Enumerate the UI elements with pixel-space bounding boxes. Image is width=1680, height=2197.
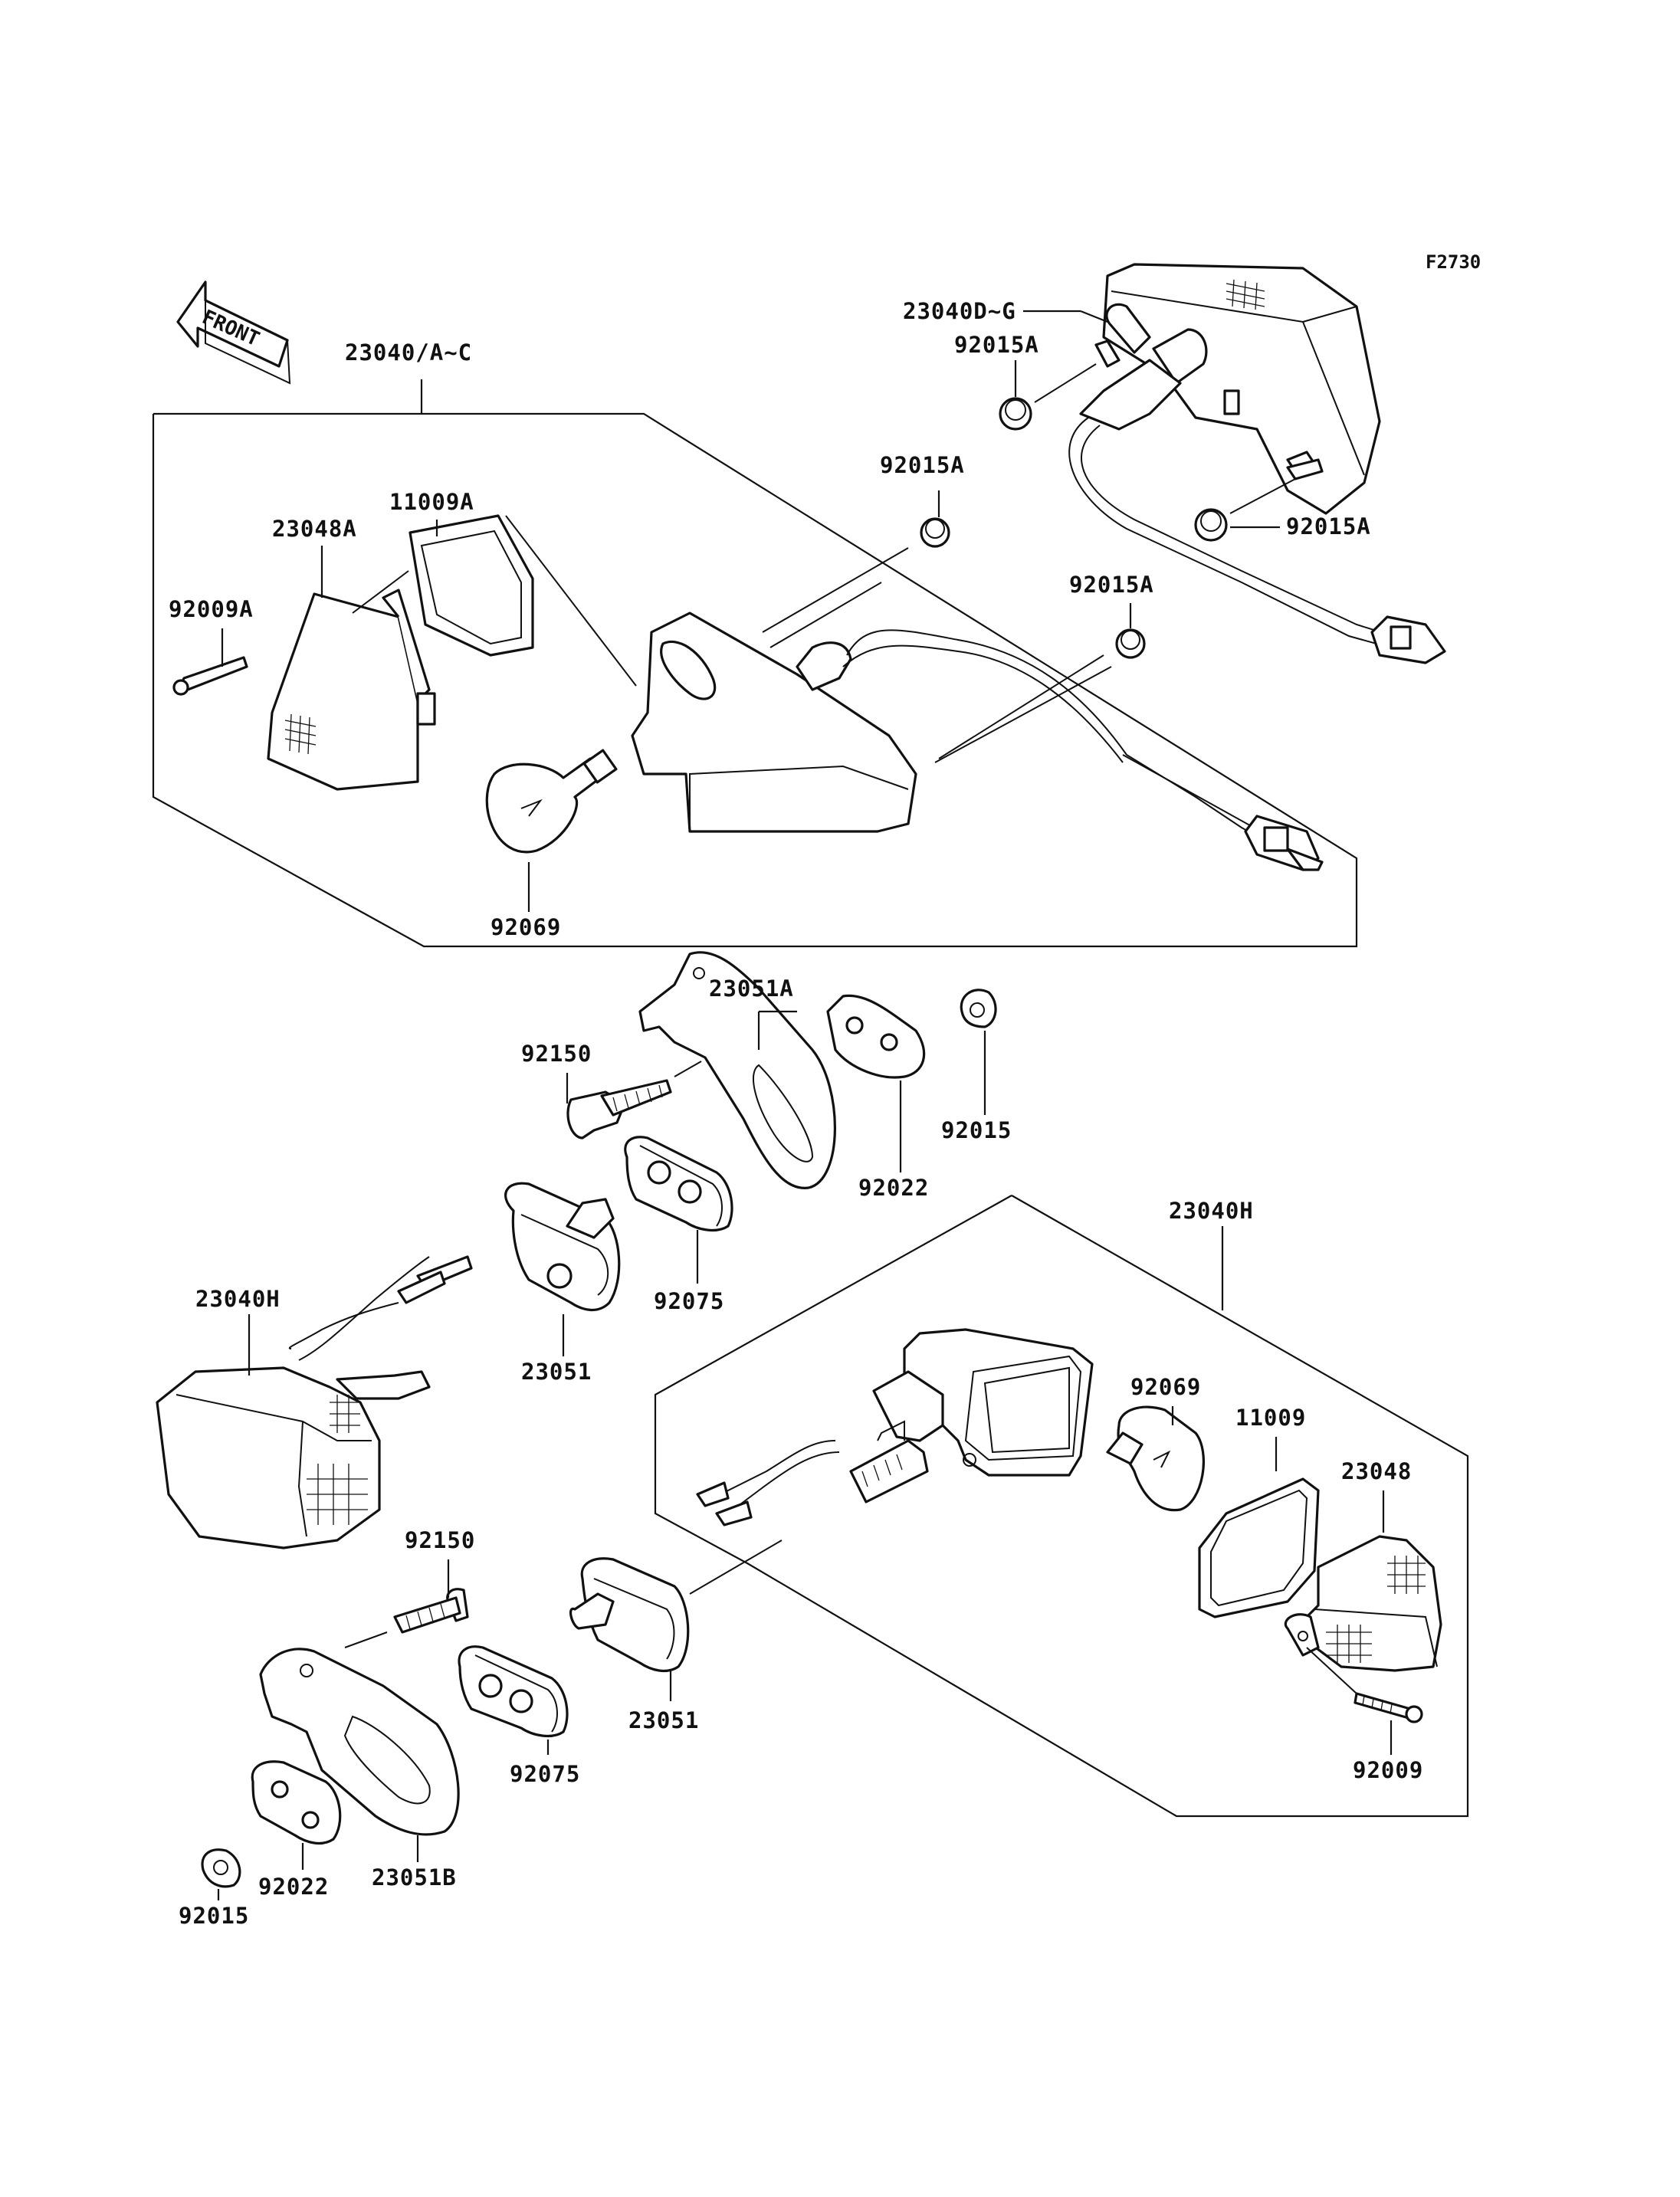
connector-upper bbox=[1244, 815, 1324, 871]
nut-92015a-1 bbox=[920, 517, 950, 548]
label-23051-top: 23051 bbox=[521, 1359, 592, 1385]
label-92069-lower: 92069 bbox=[1130, 1374, 1201, 1400]
bolt-92150-bottom bbox=[393, 1588, 469, 1634]
label-92009: 92009 bbox=[1353, 1757, 1423, 1783]
figure-code: F2730 bbox=[1426, 251, 1481, 273]
nut-92015-bottom bbox=[201, 1848, 241, 1888]
nut-92015a-3 bbox=[999, 397, 1032, 431]
label-11009a: 11009A bbox=[389, 489, 474, 515]
label-23051-bottom: 23051 bbox=[628, 1707, 699, 1733]
plate-92022-bottom bbox=[251, 1760, 342, 1845]
label-92015a-3: 92015A bbox=[954, 332, 1039, 358]
label-23040h-right: 23040H bbox=[1169, 1198, 1254, 1224]
bracket-23051a bbox=[638, 951, 836, 1189]
bulb-92069-upper bbox=[485, 749, 618, 854]
turn-signal-23040h-right bbox=[872, 1328, 1094, 1477]
nut-92015a-4 bbox=[1194, 508, 1228, 542]
label-23051a: 23051A bbox=[709, 976, 794, 1002]
label-92150-bottom: 92150 bbox=[405, 1527, 475, 1553]
label-92150-top: 92150 bbox=[521, 1041, 592, 1067]
bracket-23051b bbox=[259, 1648, 460, 1836]
label-92075-top: 92075 bbox=[654, 1288, 724, 1314]
lower-assembly-frame bbox=[654, 1195, 1469, 1818]
gasket-11009a bbox=[409, 514, 534, 657]
bolt-92150-top bbox=[566, 1079, 672, 1139]
lens-23048 bbox=[1284, 1535, 1442, 1672]
damper-92075-top bbox=[624, 1136, 733, 1232]
label-92015a-2: 92015A bbox=[1069, 572, 1154, 598]
label-92022-bottom: 92022 bbox=[258, 1874, 329, 1900]
label-92015-top: 92015 bbox=[941, 1117, 1012, 1143]
screw-92009 bbox=[1354, 1692, 1423, 1723]
rear-lamp-23040d-g bbox=[1079, 263, 1381, 515]
label-23040h-left: 23040H bbox=[195, 1286, 281, 1312]
label-23040d-g: 23040D~G bbox=[903, 298, 1016, 324]
label-23048a: 23048A bbox=[272, 516, 357, 542]
lens-23048a bbox=[267, 589, 436, 791]
bulb-92069-lower bbox=[1106, 1405, 1205, 1512]
label-92069-upper: 92069 bbox=[491, 914, 561, 940]
label-11009: 11009 bbox=[1235, 1405, 1306, 1431]
label-92015a-4: 92015A bbox=[1286, 513, 1371, 539]
label-92015a-1: 92015A bbox=[880, 452, 965, 478]
label-92022-top: 92022 bbox=[858, 1175, 929, 1201]
label-92015-bottom: 92015 bbox=[179, 1903, 249, 1929]
label-23051b: 23051B bbox=[372, 1864, 457, 1890]
damper-92075-bottom bbox=[458, 1645, 569, 1738]
turn-signal-upper bbox=[631, 612, 917, 833]
upper-assembly-frame bbox=[152, 379, 1358, 948]
front-arrow-icon: FRONT bbox=[176, 280, 291, 385]
label-23048: 23048 bbox=[1341, 1458, 1412, 1484]
connector-rear-lamp bbox=[1370, 615, 1446, 664]
holder-23051-top bbox=[504, 1182, 621, 1311]
plate-92022-top bbox=[826, 994, 926, 1079]
holder-23051-bottom bbox=[569, 1557, 690, 1673]
label-92009a: 92009A bbox=[169, 596, 254, 622]
gasket-11009 bbox=[1198, 1477, 1320, 1618]
label-92075-bottom: 92075 bbox=[510, 1761, 580, 1787]
nut-92015-top bbox=[960, 989, 997, 1028]
turn-signal-23040h-left bbox=[156, 1366, 431, 1549]
screw-92009a bbox=[172, 656, 248, 696]
nut-92015a-2 bbox=[1115, 628, 1146, 659]
label-23040-a-c: 23040/A~C bbox=[345, 339, 472, 366]
